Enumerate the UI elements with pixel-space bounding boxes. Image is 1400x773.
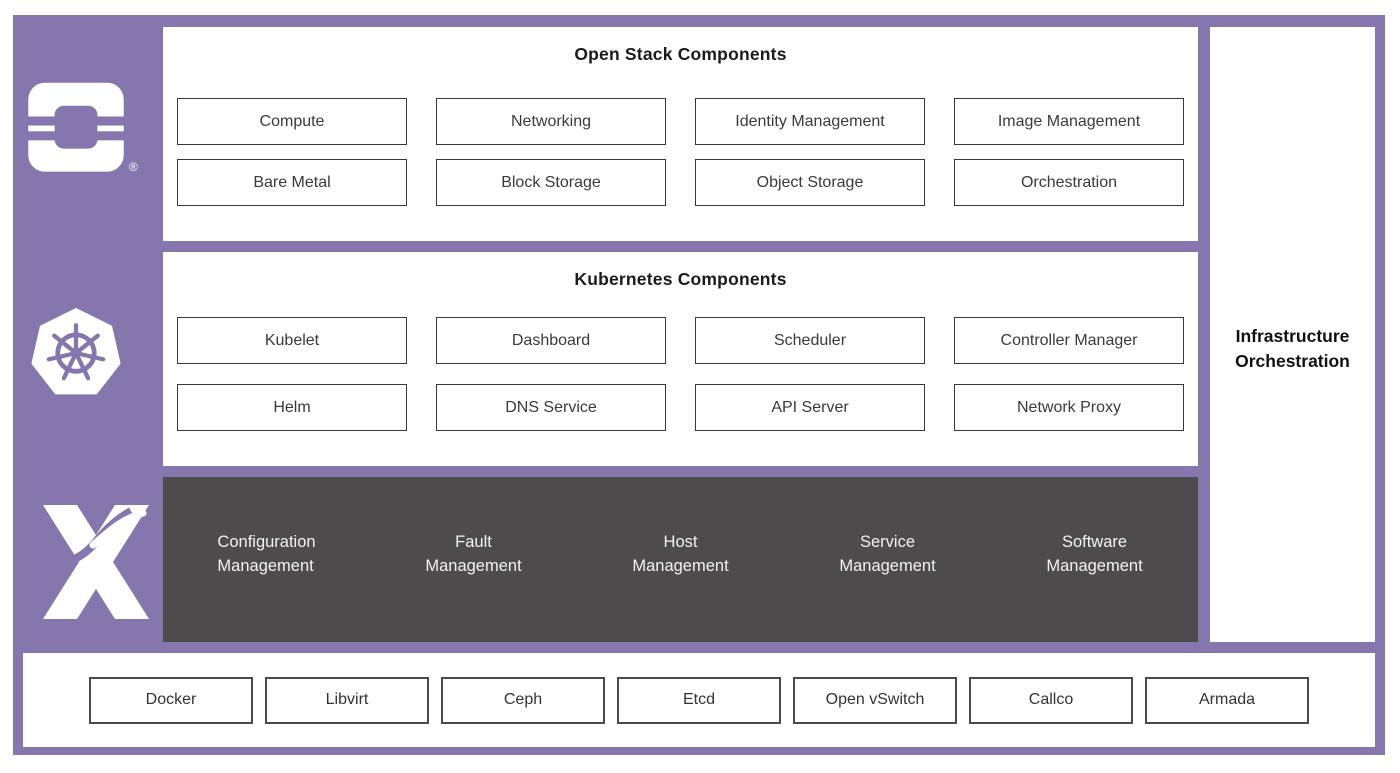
tool-box-etcd: Etcd (617, 676, 781, 724)
service-label-line: Management (1046, 556, 1143, 575)
service-label-line: Configuration (217, 532, 316, 551)
openstack-row-2: Bare Metal Block Storage Object Storage … (177, 159, 1184, 206)
component-box-scheduler: Scheduler (695, 317, 925, 364)
kubernetes-box-grid: Kubelet Dashboard Scheduler Controller M… (177, 317, 1184, 431)
openstack-panel-title: Open Stack Components (574, 44, 787, 64)
starlingx-logo-icon (27, 505, 149, 624)
component-box-object-storage: Object Storage (695, 159, 925, 206)
tool-box-docker: Docker (89, 676, 253, 724)
service-fault-management: Fault Management (370, 533, 577, 584)
infrastructure-tools-strip: Docker Libvirt Ceph Etcd Open vSwitch Ca… (23, 653, 1375, 747)
component-box-block-storage: Block Storage (436, 159, 666, 206)
openstack-components-panel: Open Stack Components Compute Networking… (163, 27, 1198, 241)
component-box-controller-manager: Controller Manager (954, 317, 1184, 364)
tool-box-open-vswitch: Open vSwitch (793, 676, 957, 724)
component-box-image-management: Image Management (954, 98, 1184, 145)
component-box-kubelet: Kubelet (177, 317, 407, 364)
component-box-bare-metal: Bare Metal (177, 159, 407, 206)
component-box-networking: Networking (436, 98, 666, 145)
service-software-management: Software Management (991, 533, 1198, 584)
infrastructure-orchestration-label: Infrastructure Orchestration (1235, 325, 1350, 371)
service-label-line: Management (217, 556, 314, 575)
infrastructure-orchestration-panel: Infrastructure Orchestration (1210, 27, 1375, 642)
kubernetes-logo-icon (28, 305, 124, 410)
component-box-network-proxy: Network Proxy (954, 384, 1184, 431)
component-box-dns-service: DNS Service (436, 384, 666, 431)
kubernetes-row-1: Kubelet Dashboard Scheduler Controller M… (177, 317, 1184, 364)
component-box-helm: Helm (177, 384, 407, 431)
service-label-line: Service (859, 532, 916, 551)
component-box-dashboard: Dashboard (436, 317, 666, 364)
platform-services-band: Configuration Management Fault Managemen… (163, 477, 1198, 642)
openstack-box-grid: Compute Networking Identity Management I… (177, 98, 1184, 206)
registered-trademark-symbol: ® (129, 160, 138, 174)
service-label-line: Management (839, 556, 936, 575)
service-label-line: Management (632, 556, 729, 575)
purple-frame: ® (13, 15, 1385, 755)
component-box-compute: Compute (177, 98, 407, 145)
service-configuration-management: Configuration Management (163, 533, 370, 584)
kubernetes-components-panel: Kubernetes Components Kubelet Dashboard … (163, 252, 1198, 466)
tool-box-ceph: Ceph (441, 676, 605, 724)
service-label-line: Management (425, 556, 522, 575)
service-label-line: Fault (455, 532, 492, 551)
kubernetes-row-2: Helm DNS Service API Server Network Prox… (177, 384, 1184, 431)
tool-box-armada: Armada (1145, 676, 1309, 724)
component-box-orchestration: Orchestration (954, 159, 1184, 206)
openstack-row-1: Compute Networking Identity Management I… (177, 98, 1184, 145)
service-service-management: Service Management (784, 533, 991, 584)
kubernetes-panel-title: Kubernetes Components (574, 269, 787, 289)
component-box-api-server: API Server (695, 384, 925, 431)
service-host-management: Host Management (577, 533, 784, 584)
tool-box-callco: Callco (969, 676, 1133, 724)
service-label-line: Software (1061, 532, 1128, 551)
component-box-identity-management: Identity Management (695, 98, 925, 145)
service-label-line: Host (663, 532, 698, 551)
tool-box-libvirt: Libvirt (265, 676, 429, 724)
openstack-logo-icon: ® (25, 78, 138, 183)
